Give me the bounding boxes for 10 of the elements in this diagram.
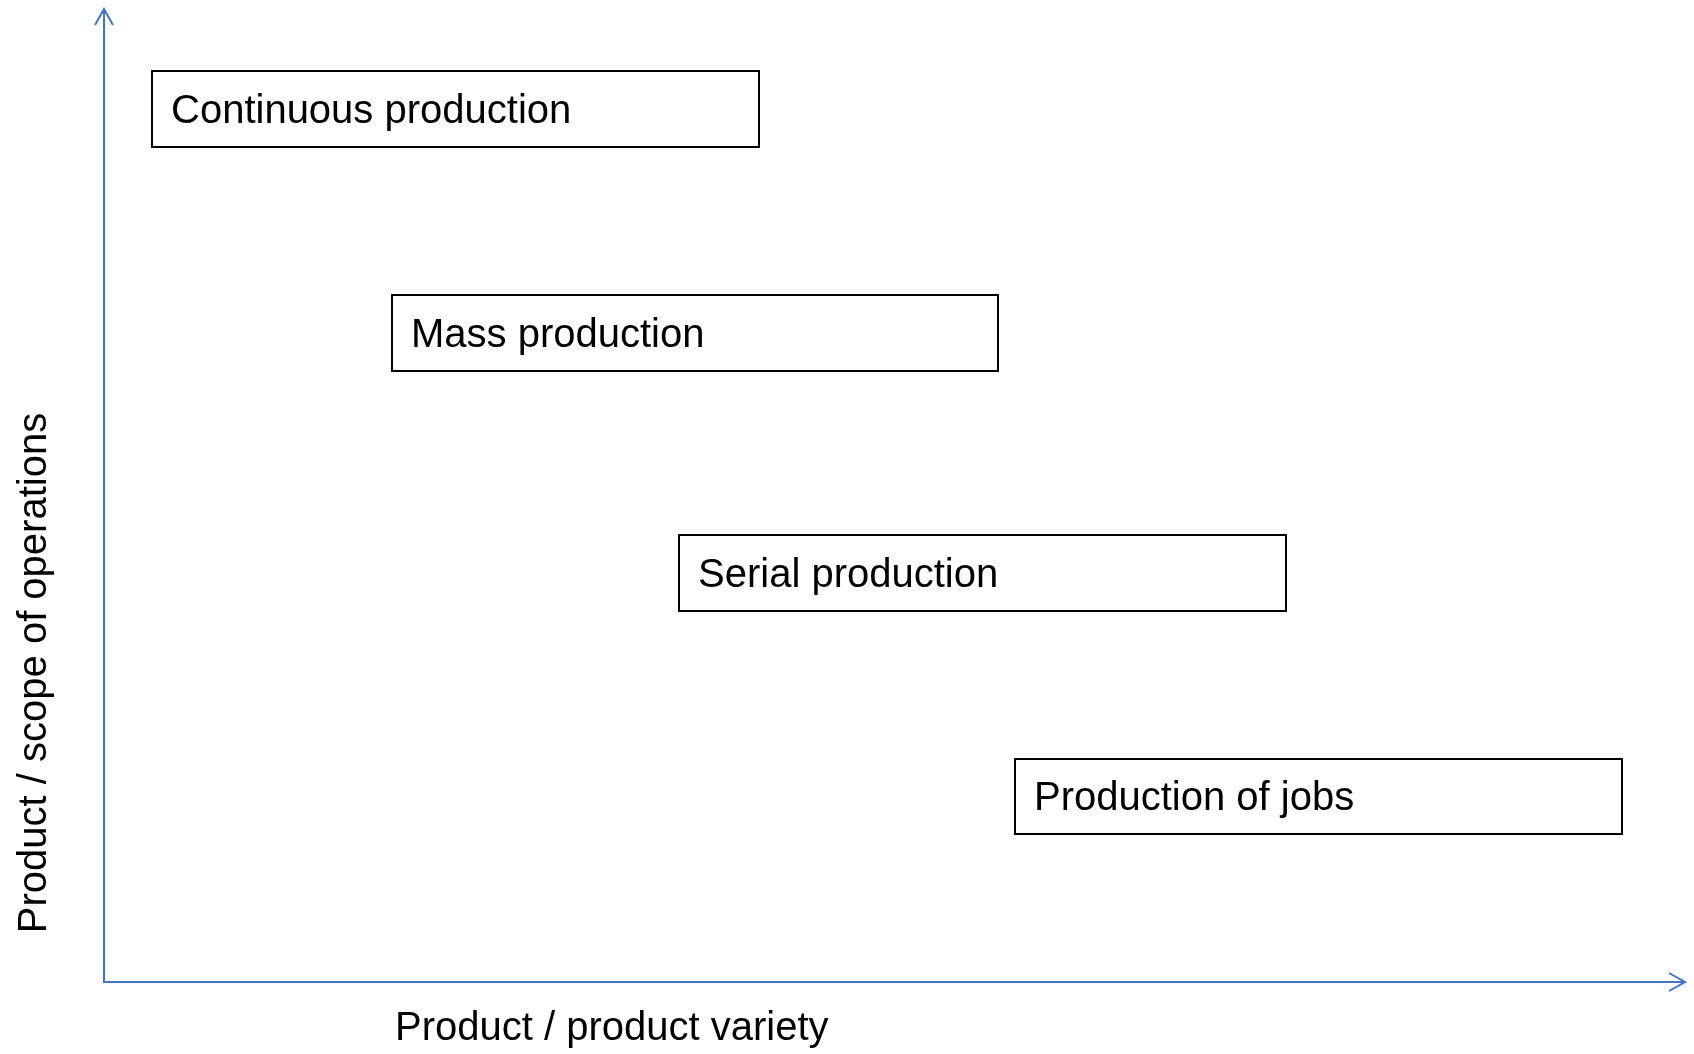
box-label: Production of jobs [1034,774,1355,819]
y-axis-label: Product / scope of operations [9,412,55,934]
process-box [678,534,1287,612]
process-box [1014,758,1623,835]
process-box [391,294,999,372]
x-axis-label: Product / product variety [395,1004,829,1049]
box-label: Mass production [411,310,705,356]
process-box [151,70,760,148]
box-label: Serial production [698,550,999,596]
box-label: Continuous production [171,86,572,132]
